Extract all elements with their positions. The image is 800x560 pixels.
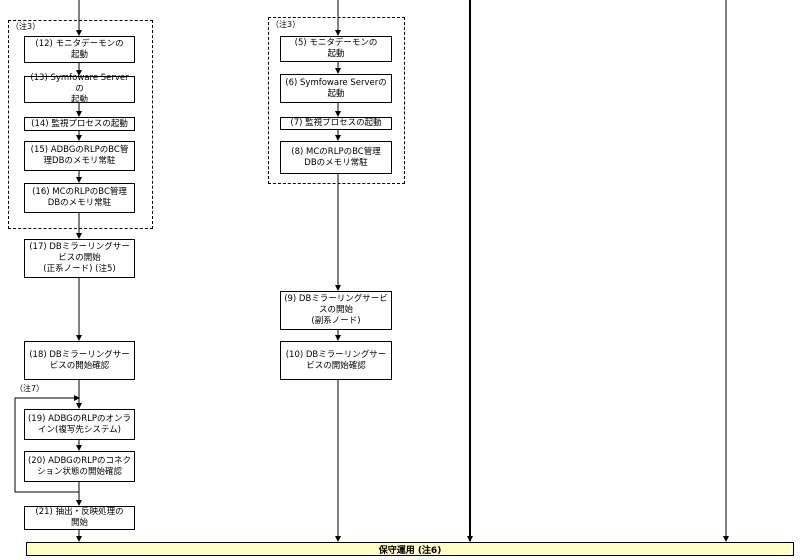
step-21-box: (21) 抽出・反映処理の 開始 xyxy=(24,506,135,530)
step-15-box: (15) ADBGのRLPのBC管 理DBのメモリ常駐 xyxy=(24,141,135,171)
step-19-box: (19) ADBGのRLPのオンラ イン(複写先システム) xyxy=(24,409,135,440)
maintenance-label: 保守運用 (注6) xyxy=(378,545,442,556)
left-step-group xyxy=(8,20,153,229)
step-7-box: (7) 監視プロセスの起動 xyxy=(280,117,392,130)
left-group-note: （注3） xyxy=(11,22,41,31)
middle-group-note: （注3） xyxy=(271,20,301,29)
step-9-box: (9) DBミラーリングサービ スの開始 (副系ノード) xyxy=(280,291,392,330)
step-10-box: (10) DBミラーリングサー ビスの開始確認 xyxy=(280,341,392,380)
step-14-box: (14) 監視プロセスの起動 xyxy=(24,117,135,131)
step-16-box: (16) MCのRLPのBC管理 DBのメモリ常駐 xyxy=(24,183,135,213)
loop-note: （注7） xyxy=(15,384,45,393)
step-8-box: (8) MCのRLPのBC管理 DBのメモリ常駐 xyxy=(280,141,392,174)
step-5-box: (5) モニタデーモンの 起動 xyxy=(280,36,392,62)
step-12-box: (12) モニタデーモンの 起動 xyxy=(24,36,135,63)
step-18-box: (18) DBミラーリングサー ビスの開始確認 xyxy=(24,341,135,380)
step-17-box: (17) DBミラーリングサー ビスの開始 (正系ノード) (注5) xyxy=(24,239,135,278)
step-13-box: (13) Symfoware Serverの 起動 xyxy=(24,73,135,105)
middle-step-group xyxy=(268,17,405,184)
maintenance-bar: 保守運用 (注6) xyxy=(26,542,794,556)
step-20-box: (20) ADBGのRLPのコネク ション状態の開始確認 xyxy=(24,451,135,482)
step-6-box: (6) Symfoware Serverの 起動 xyxy=(280,74,392,103)
